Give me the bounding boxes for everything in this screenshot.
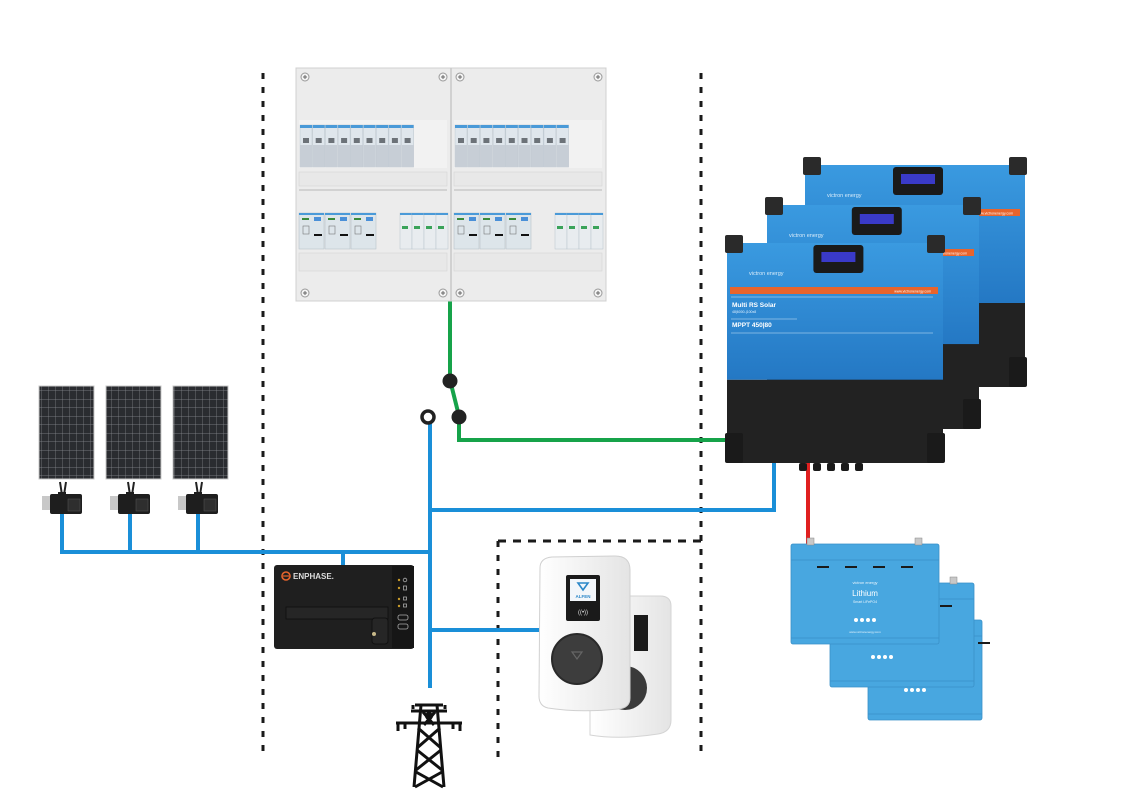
circuit-breaker bbox=[375, 124, 389, 168]
circuit-breaker bbox=[554, 212, 568, 250]
victron-logo: victron energy bbox=[827, 193, 862, 199]
circuit-breaker bbox=[350, 124, 364, 168]
circuit-breaker bbox=[435, 212, 449, 250]
battery-type-label: Lithium bbox=[852, 589, 878, 598]
ev-chargers: ALFEN ((•)) bbox=[538, 555, 672, 738]
circuit-breaker bbox=[543, 124, 557, 168]
circuit-breaker bbox=[505, 124, 519, 168]
circuit-breaker bbox=[480, 124, 493, 168]
circuit-breaker bbox=[399, 212, 413, 250]
circuit-breaker bbox=[467, 124, 480, 168]
svg-text:48|6000-|100x8: 48|6000-|100x8 bbox=[732, 310, 756, 314]
svg-text:www.victronenergy.com: www.victronenergy.com bbox=[976, 212, 1013, 216]
circuit-breaker bbox=[518, 124, 531, 168]
switch-node-grid-open bbox=[420, 409, 436, 425]
rfid-icon: ((•)) bbox=[578, 610, 588, 616]
switch-node-inverter bbox=[451, 409, 467, 425]
svg-text:Smart LiFePO4: Smart LiFePO4 bbox=[853, 600, 877, 604]
rcd-breaker bbox=[453, 212, 480, 250]
circuit-breaker bbox=[578, 212, 592, 250]
microinverters bbox=[42, 481, 218, 514]
circuit-breaker bbox=[312, 124, 325, 168]
circuit-breaker bbox=[401, 124, 414, 168]
circuit-breaker bbox=[388, 124, 402, 168]
ac-wire-to-inverter bbox=[428, 460, 776, 512]
svg-text:www.victronenergy.com: www.victronenergy.com bbox=[849, 630, 881, 634]
microinverter bbox=[110, 481, 150, 514]
inverter-mppt-label: MPPT 450|80 bbox=[732, 322, 772, 329]
svg-text:www.victronenergy.com: www.victronenergy.com bbox=[930, 252, 967, 256]
circuit-breaker bbox=[454, 124, 468, 168]
inverter-model-label: Multi RS Solar bbox=[732, 302, 777, 309]
circuit-breaker bbox=[423, 212, 437, 250]
circuit-breaker bbox=[363, 124, 376, 168]
solar-panel bbox=[105, 385, 162, 480]
alfen-brand-label: ALFEN bbox=[576, 594, 591, 599]
circuit-breaker bbox=[590, 212, 604, 250]
circuit-breaker bbox=[530, 124, 544, 168]
victron-inverters: victron energywww.victronenergy.comvictr… bbox=[725, 157, 1027, 471]
circuit-breaker bbox=[566, 212, 580, 250]
ev-charger-front: ALFEN ((•)) bbox=[538, 555, 631, 712]
victron-logo: victron energy bbox=[749, 271, 784, 277]
transfer-switch bbox=[420, 373, 467, 425]
circuit-breaker bbox=[556, 124, 569, 168]
microinverter bbox=[178, 481, 218, 514]
alfen-logo-icon bbox=[576, 582, 590, 592]
circuit-breaker bbox=[337, 124, 351, 168]
svg-text:www.victronenergy.com: www.victronenergy.com bbox=[894, 290, 931, 294]
microinverter bbox=[42, 481, 82, 514]
grid-pylon-icon bbox=[396, 703, 462, 789]
circuit-breaker bbox=[411, 212, 425, 250]
rcd-breaker bbox=[479, 212, 506, 250]
zone-boundaries bbox=[261, 73, 703, 758]
critical-wire-switch-inverter bbox=[457, 414, 734, 442]
rcd-breaker bbox=[324, 212, 351, 250]
solar-panels bbox=[38, 385, 229, 480]
enphase-logo-icon bbox=[281, 571, 291, 581]
battery-brand-label: victron energy bbox=[852, 580, 877, 585]
enphase-brand-label: ENPHASE. bbox=[293, 572, 334, 581]
wires bbox=[60, 301, 810, 688]
distribution-panel bbox=[295, 67, 607, 302]
circuit-breaker bbox=[492, 124, 506, 168]
circuit-breaker bbox=[325, 124, 338, 168]
rcd-breaker bbox=[505, 212, 532, 250]
enphase-gateway: ENPHASE. bbox=[274, 565, 414, 649]
solar-panel bbox=[172, 385, 229, 480]
victron-logo: victron energy bbox=[789, 233, 824, 239]
circuit-breaker bbox=[299, 124, 313, 168]
rcd-breaker bbox=[350, 212, 377, 250]
solar-panel bbox=[38, 385, 95, 480]
ac-wire-solar-bus bbox=[60, 506, 432, 554]
victron-multi-rs-inverter: victron energy www.victronenergy.comMulti… bbox=[725, 235, 945, 471]
rcd-breaker bbox=[298, 212, 325, 250]
switch-node-panel bbox=[442, 373, 458, 389]
critical-wire-panel-switch bbox=[448, 301, 462, 419]
